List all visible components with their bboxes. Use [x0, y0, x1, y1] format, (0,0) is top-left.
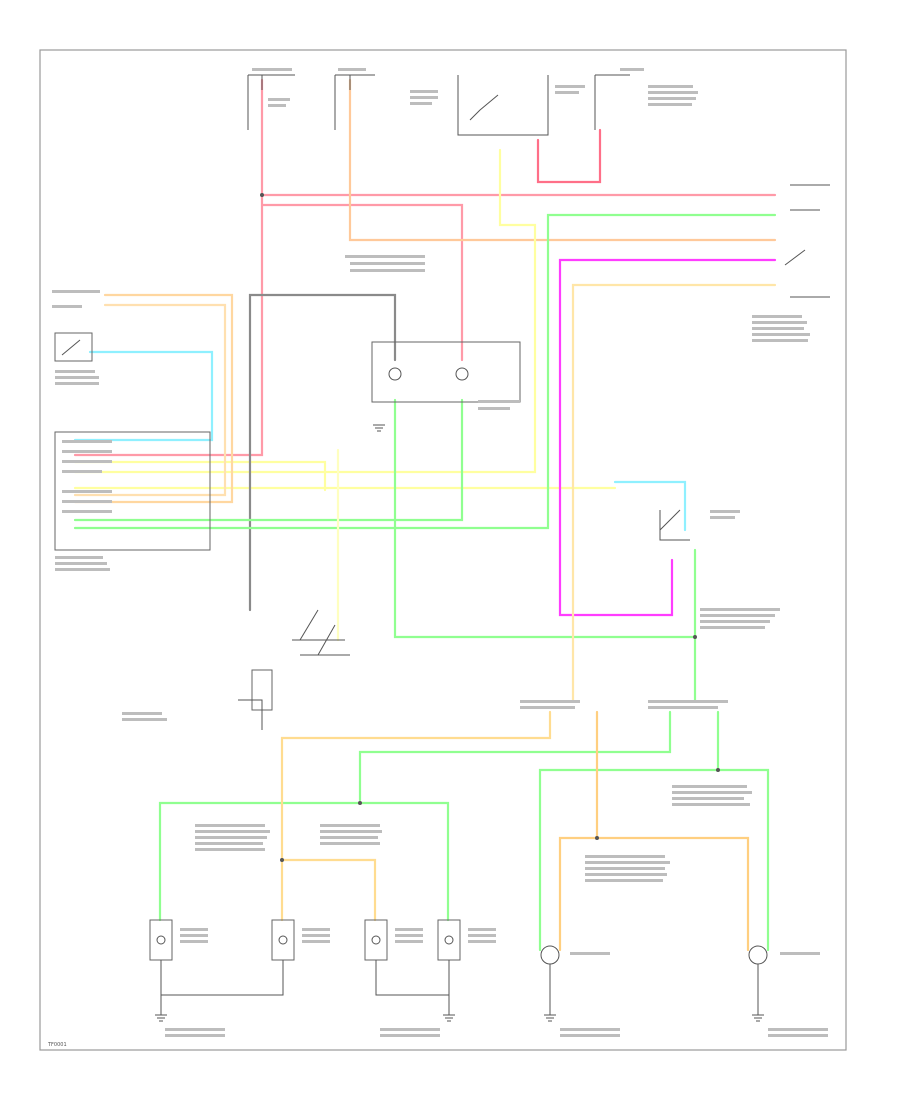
diagram-frame — [39, 49, 847, 1051]
wires — [73, 78, 777, 952]
wire-tan-1 — [73, 293, 234, 504]
right-front-lamp-1 — [364, 919, 388, 961]
wire-cyan-2 — [613, 480, 687, 532]
line-work — [54, 74, 830, 1022]
footer-code: TF0001 — [47, 1042, 67, 1048]
wire-gray — [248, 293, 397, 612]
wire-orange-top — [348, 78, 777, 242]
wire-tan-2 — [73, 303, 227, 497]
wire-tan-right — [558, 710, 599, 952]
left-switch-box — [54, 332, 93, 362]
wire-red-fuse — [536, 128, 602, 184]
instrument-cluster-box — [371, 341, 521, 403]
wire-yellow-top — [73, 148, 537, 474]
label-marks — [52, 68, 828, 1037]
wire-tan-left — [280, 710, 552, 922]
left-front-lamp-1 — [149, 919, 173, 961]
wire-green-8 — [716, 768, 770, 952]
wire-green-1 — [73, 213, 777, 530]
wire-magenta — [558, 258, 777, 617]
wire-green-2 — [73, 398, 464, 522]
wire-tan-right2 — [595, 836, 750, 952]
wire-green-5 — [358, 710, 672, 802]
wire-green-3 — [393, 398, 697, 639]
wire-red-branch — [260, 203, 464, 362]
wire-green-6 — [158, 801, 450, 922]
wire-red-drop — [73, 193, 264, 457]
wire-red-main — [260, 78, 777, 197]
wire-green-7 — [538, 710, 720, 952]
wire-tan-long — [571, 283, 777, 702]
wire-tan-center — [280, 858, 377, 922]
left-front-lamp-2 — [271, 919, 295, 961]
right-front-lamp-2 — [437, 919, 461, 961]
wire-cyan-1 — [73, 350, 214, 442]
wire-yellow-2 — [73, 460, 327, 492]
control-module-box — [54, 431, 211, 551]
